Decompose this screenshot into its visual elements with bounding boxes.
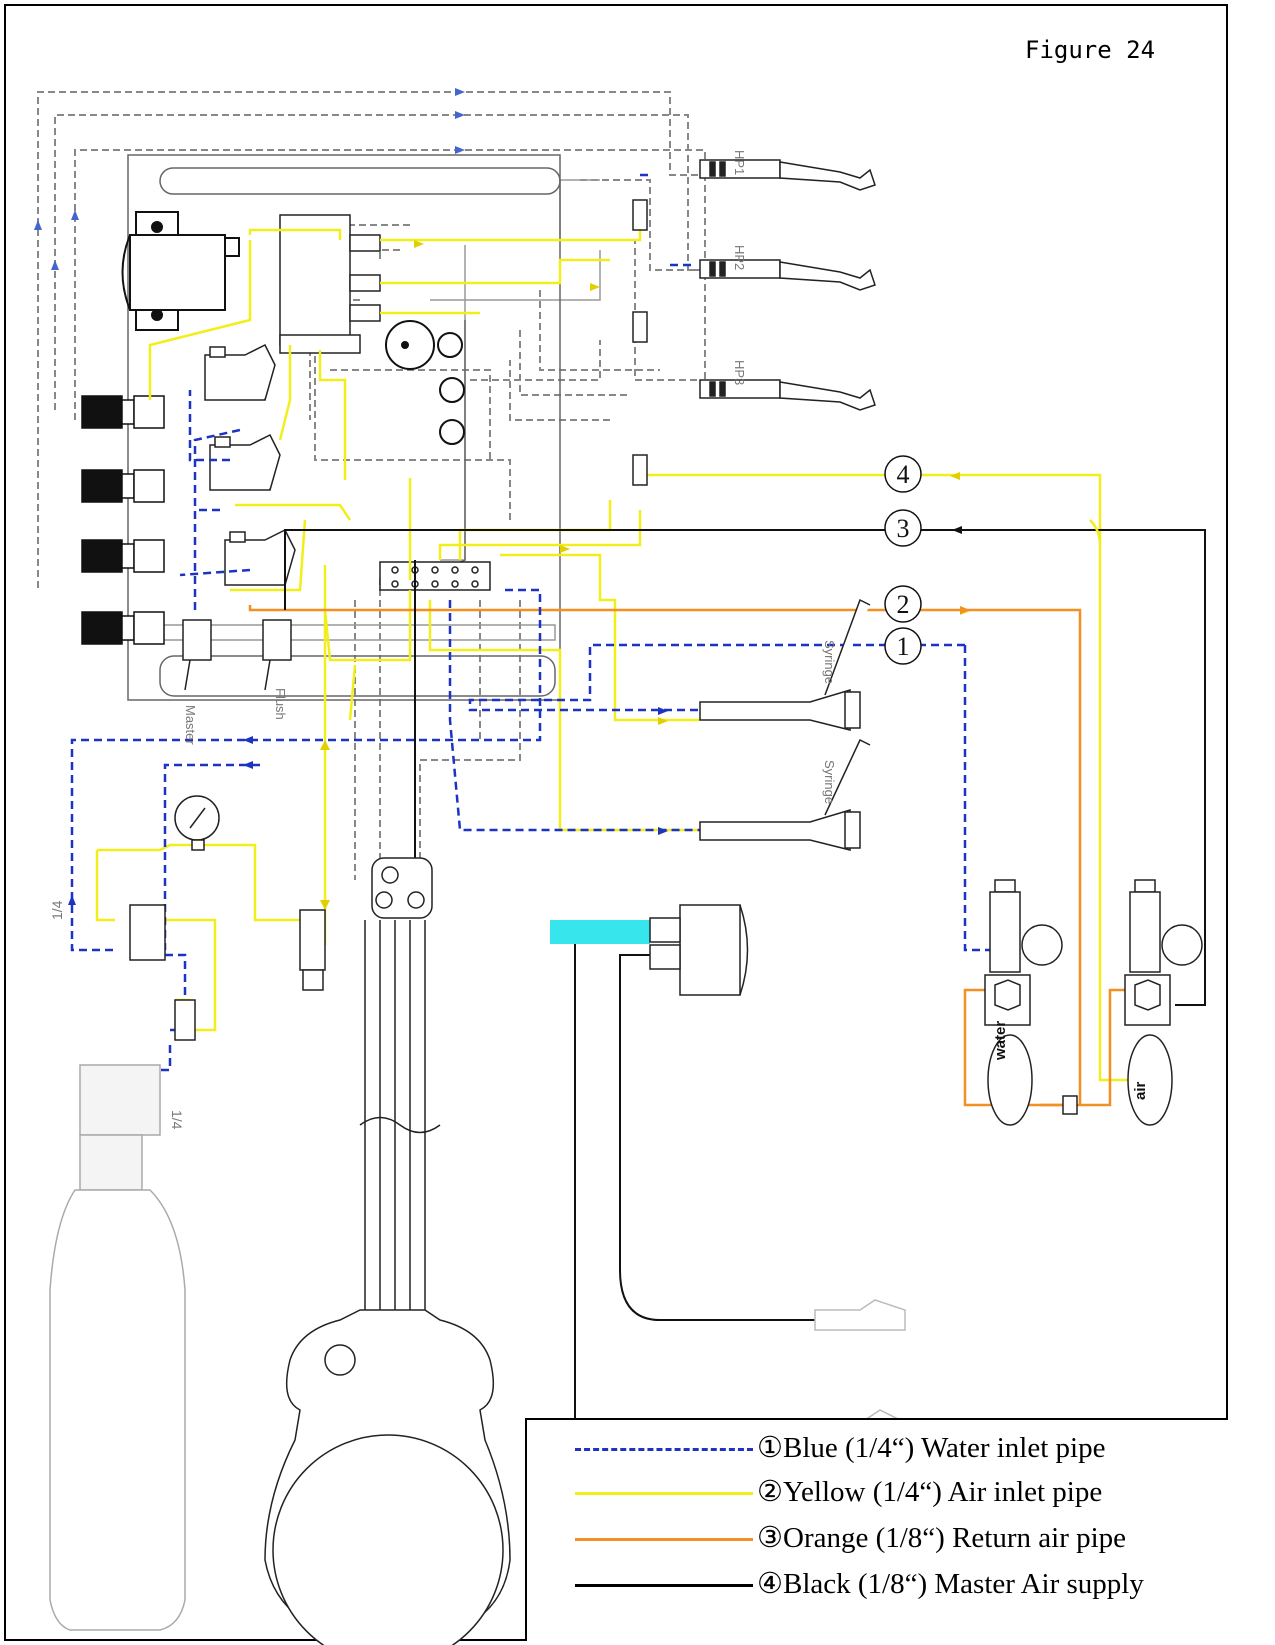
marker-4: 4 bbox=[897, 460, 910, 489]
water-label: water bbox=[992, 1021, 1009, 1061]
legend-item-air: ②Yellow (1/4“) Air inlet pipe bbox=[527, 1470, 1230, 1514]
master-label: Master bbox=[183, 705, 198, 745]
syringe-label-2: Syringe bbox=[822, 760, 837, 804]
line-markers bbox=[884, 455, 922, 665]
master-air-lines bbox=[284, 529, 1206, 1431]
valve-block bbox=[279, 214, 381, 354]
quarter-inch-label-2: 1/4 bbox=[169, 1110, 185, 1130]
control-knobs bbox=[81, 395, 165, 645]
hp3-label: HP3 bbox=[732, 360, 747, 385]
legend-swatch-water bbox=[575, 1448, 753, 1451]
legend-swatch-master bbox=[575, 1584, 753, 1587]
air-label: air bbox=[1132, 1081, 1149, 1100]
legend-swatch-air bbox=[575, 1492, 753, 1495]
vacuum-fitting bbox=[550, 904, 749, 996]
legend-label-water: ①Blue (1/4“) Water inlet pipe bbox=[757, 1432, 1106, 1464]
legend-item-master: ④Black (1/8“) Master Air supply bbox=[527, 1562, 1230, 1606]
left-water-system bbox=[49, 795, 326, 1631]
panel-gauges bbox=[385, 320, 465, 445]
hp1-label: HP1 bbox=[732, 150, 747, 175]
syringe-label-1: Syringe bbox=[822, 640, 837, 684]
legend-swatch-return bbox=[575, 1538, 753, 1541]
marker-2: 2 bbox=[897, 590, 910, 619]
line-marker-labels: 4 3 2 1 bbox=[897, 460, 910, 661]
legend-item-water: ①Blue (1/4“) Water inlet pipe bbox=[527, 1426, 1230, 1470]
hp2-label: HP2 bbox=[732, 245, 747, 270]
right-regulators bbox=[984, 879, 1203, 1126]
foot-control bbox=[264, 857, 511, 1645]
figure-title: Figure 24 bbox=[1025, 36, 1156, 64]
quarter-inch-label-1: 1/4 bbox=[49, 900, 65, 920]
legend: ①Blue (1/4“) Water inlet pipe ②Yellow (1… bbox=[525, 1418, 1228, 1641]
legend-item-return: ③Orange (1/8“) Return air pipe bbox=[527, 1516, 1230, 1560]
manifold bbox=[379, 561, 491, 591]
main-solenoid bbox=[121, 211, 240, 331]
flush-label: Flush bbox=[273, 688, 288, 720]
legend-label-master: ④Black (1/8“) Master Air supply bbox=[757, 1568, 1144, 1600]
marker-3: 3 bbox=[897, 514, 910, 543]
regulator-valves bbox=[204, 343, 296, 586]
legend-label-air: ②Yellow (1/4“) Air inlet pipe bbox=[757, 1476, 1103, 1508]
legend-label-return: ③Orange (1/8“) Return air pipe bbox=[757, 1522, 1127, 1554]
handpieces bbox=[699, 159, 876, 411]
marker-1: 1 bbox=[897, 632, 910, 661]
syringes bbox=[699, 598, 871, 851]
